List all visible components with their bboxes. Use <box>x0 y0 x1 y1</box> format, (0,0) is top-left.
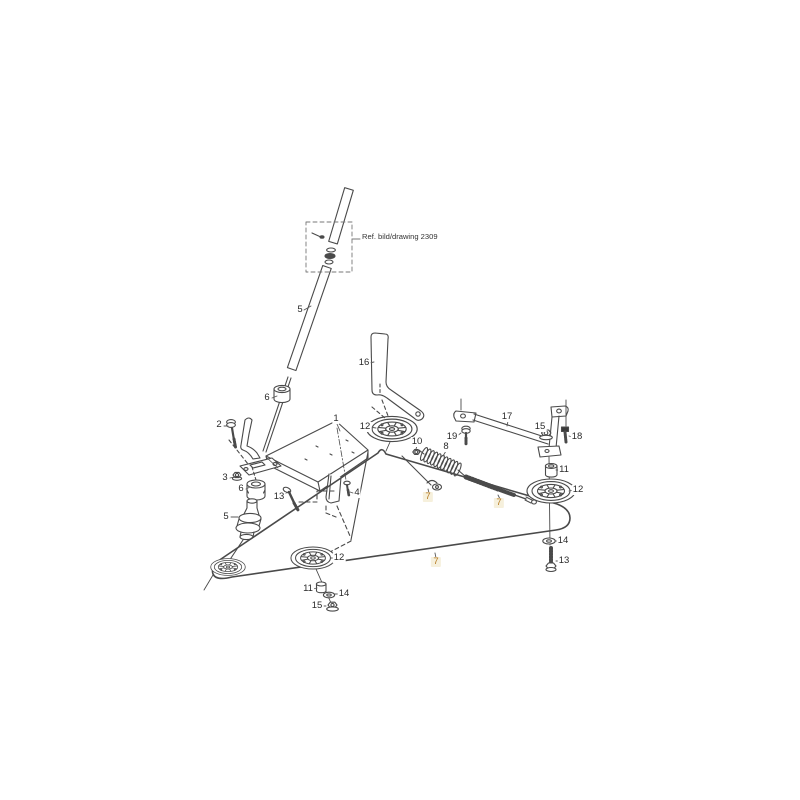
bolt-19-drawing <box>461 425 471 447</box>
belt-drawing <box>211 448 571 580</box>
spring-8-drawing <box>418 447 467 478</box>
upper-shaft-drawing <box>262 187 354 453</box>
screw-4-drawing <box>343 480 351 498</box>
nut-15-right-drawing <box>539 429 553 441</box>
deck-plate-drawing <box>265 420 369 554</box>
assembly-hint-dashes <box>371 406 386 419</box>
spindle-drawing <box>230 498 262 559</box>
bolt-18-drawing <box>560 399 570 444</box>
reference-box <box>305 221 361 273</box>
nut-3-drawing <box>231 471 243 481</box>
bolt-13-left-drawing <box>282 486 300 512</box>
pulley-top-drawing <box>366 415 418 452</box>
arm-17-drawing <box>453 398 569 458</box>
lever-16-drawing <box>370 332 425 422</box>
middle-axis-hardware-drawing <box>315 581 339 612</box>
nut-10-drawing <box>412 449 421 455</box>
pulley-right-drawing <box>526 478 576 504</box>
bushing-upper-drawing <box>273 384 291 404</box>
right-axis-hardware-drawing <box>542 456 558 573</box>
pulley-left-small-drawing <box>203 558 246 591</box>
bushing-lower-drawing <box>246 479 266 501</box>
bolt-2-drawing <box>226 419 237 449</box>
left-bracket-drawing <box>228 417 282 481</box>
